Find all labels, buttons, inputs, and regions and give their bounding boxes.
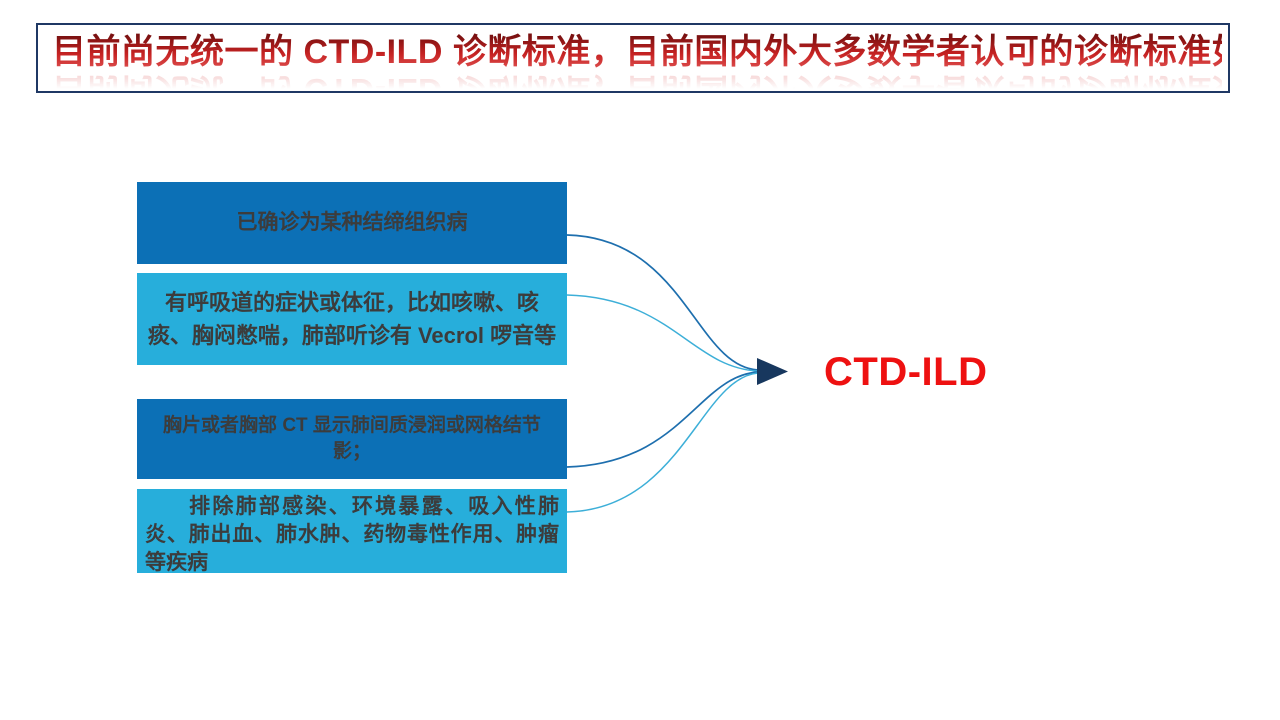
criteria-box-1-text: 已确诊为某种结缔组织病 [236, 211, 468, 234]
criteria-box-2-text: 有呼吸道的症状或体征，比如咳嗽、咳痰、胸闷憋喘，肺部听诊有 Vecrol 啰音等 [147, 290, 557, 348]
criteria-box-2: 有呼吸道的症状或体征，比如咳嗽、咳痰、胸闷憋喘，肺部听诊有 Vecrol 啰音等 [137, 273, 567, 365]
connector-curve-3 [566, 371, 759, 468]
connector-curve-2 [566, 294, 759, 372]
criteria-box-4-text: 排除肺部感染、环境暴露、吸入性肺炎、肺出血、肺水肿、药物毒性作用、肿瘤等疾病 [145, 495, 559, 574]
title-box: 目前尚无统一的 CTD-ILD 诊断标准，目前国内外大多数学者认可的诊断标准如下… [36, 23, 1280, 93]
page-title: 目前尚无统一的 CTD-ILD 诊断标准，目前国内外大多数学者认可的诊断标准如下… [52, 33, 1280, 71]
connector-curve-4 [566, 372, 759, 513]
criteria-box-4: 排除肺部感染、环境暴露、吸入性肺炎、肺出血、肺水肿、药物毒性作用、肿瘤等疾病 [137, 489, 567, 574]
criteria-box-3-text: 胸片或者胸部 CT 显示肺间质浸润或网格结节影； [163, 415, 541, 462]
criteria-box-1: 已确诊为某种结缔组织病 [137, 182, 567, 264]
title-inner: 目前尚无统一的 CTD-ILD 诊断标准，目前国内外大多数学者认可的诊断标准如下… [52, 33, 1280, 93]
result-label: CTD-ILD [824, 350, 988, 394]
arrowhead-icon [757, 358, 788, 385]
connector-curve-1 [566, 234, 759, 371]
title-reflection: 目前尚无统一的 CTD-ILD 诊断标准，目前国内外大多数学者认可的诊断标准如下… [52, 71, 1222, 93]
criteria-box-3: 胸片或者胸部 CT 显示肺间质浸润或网格结节影； [137, 399, 567, 479]
